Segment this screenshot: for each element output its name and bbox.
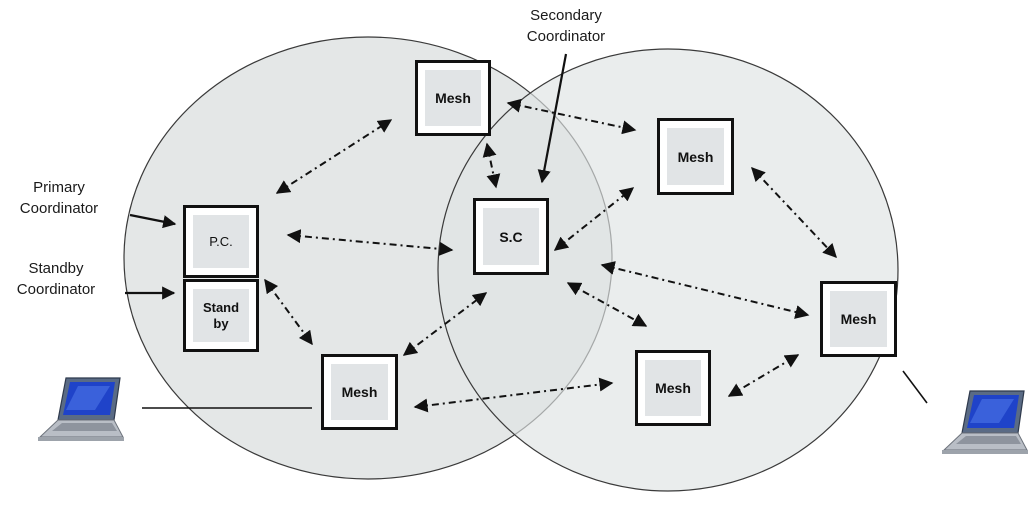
link-sc-meshbc: [566, 282, 648, 327]
mesh-node-right-top: Mesh: [657, 118, 734, 195]
mesh-node-right: Mesh: [820, 281, 897, 357]
primary-callout-arrow: [129, 213, 177, 229]
laptop-icon-right: [942, 390, 1028, 454]
callout-arrows: [125, 53, 568, 300]
secondary-coordinator-node: S.C: [473, 198, 549, 275]
mesh-node-bottom-center: Mesh: [635, 350, 711, 426]
link-meshbc-meshr: [727, 354, 800, 397]
standby-node-label: Stand by: [202, 299, 240, 331]
primary-coordinator-node: P.C.: [183, 205, 259, 278]
secondary-callout-arrow: [537, 53, 568, 184]
link-meshbl-meshbc: [413, 377, 614, 413]
mesh-node-label: Mesh: [840, 311, 877, 327]
mesh-node-top: Mesh: [415, 60, 491, 136]
standby-coordinator-label: Standby Coordinator: [16, 260, 96, 298]
mesh-links: [264, 98, 837, 413]
link-pc-meshtop: [275, 119, 393, 194]
link-meshtop-sc: [482, 142, 501, 189]
secondary-coordinator-label: Secondary Coordinator: [526, 7, 606, 45]
link-sc-meshbl: [402, 292, 488, 356]
mesh-node-bottom-left: Mesh: [321, 354, 398, 430]
mesh-node-label: Mesh: [435, 90, 471, 106]
mesh-node-label: Mesh: [655, 380, 691, 396]
mesh-node-label: Mesh: [341, 384, 378, 400]
mesh-node-label: Mesh: [677, 148, 714, 165]
primary-coordinator-label: Primary Coordinator: [19, 179, 99, 217]
pc-node-label: P.C.: [209, 233, 233, 249]
link-pc-meshbl: [264, 278, 313, 346]
standby-coordinator-node: Stand by: [183, 279, 259, 352]
link-meshrt-meshr: [751, 166, 837, 259]
sc-node-label: S.C: [499, 228, 523, 245]
laptop-icon-left: [38, 377, 124, 441]
laptop-right-link: [902, 370, 928, 404]
link-sc-meshr: [600, 261, 810, 319]
link-pc-sc: [286, 229, 454, 256]
link-meshtop-meshrt: [506, 98, 637, 135]
